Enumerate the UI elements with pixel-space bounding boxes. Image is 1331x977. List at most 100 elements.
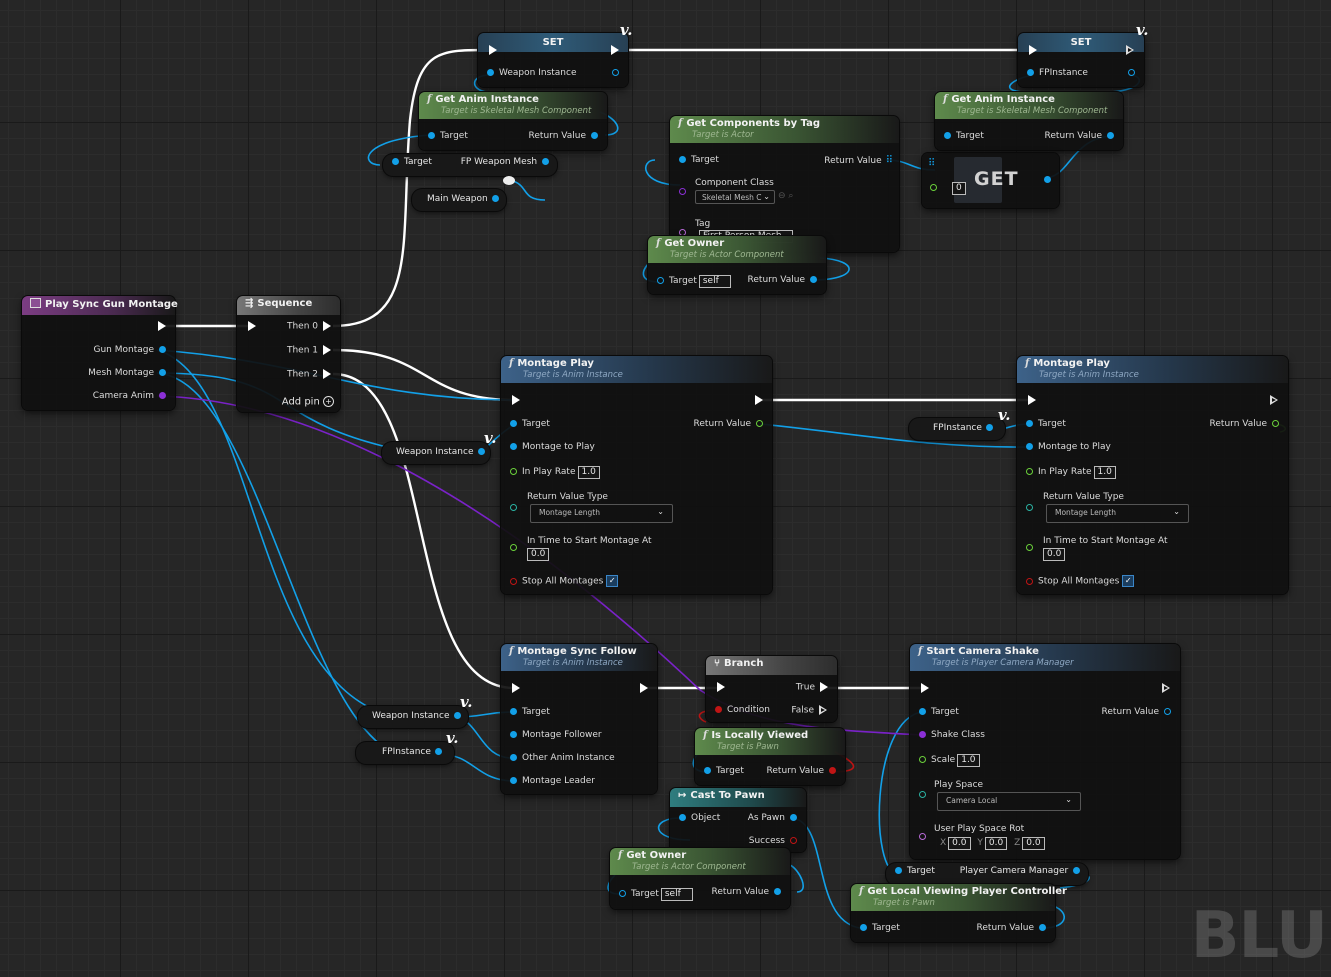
- array-icon[interactable]: ⠿: [885, 155, 893, 166]
- var-fp1-pin[interactable]: [985, 424, 993, 431]
- branch-false-pin[interactable]: [819, 705, 828, 715]
- glvpc-target-pin[interactable]: [860, 924, 867, 931]
- sequence-node[interactable]: ⇶Sequence Then 0 Then 1 Then 2 Add pin +: [237, 296, 340, 412]
- add-pin-button[interactable]: Add pin +: [282, 396, 334, 408]
- branch-true-pin[interactable]: [820, 682, 828, 692]
- set2-out-pin[interactable]: [1128, 69, 1135, 76]
- montage-play2-time-pin[interactable]: [1026, 544, 1033, 551]
- get-owner1-self-input[interactable]: self: [698, 275, 731, 288]
- montage-play2-rate-input[interactable]: 1.0: [1093, 466, 1116, 479]
- montage-play2-exec-out[interactable]: [1270, 395, 1279, 405]
- montage-play1-montage-pin[interactable]: [510, 443, 517, 450]
- montage-play1-time-pin[interactable]: [510, 544, 517, 551]
- cast-success-pin[interactable]: [790, 837, 797, 844]
- get-anim1-return-pin[interactable]: [591, 132, 598, 139]
- montage-play2-time-input[interactable]: 0.0: [1043, 548, 1066, 561]
- shake-space-pin[interactable]: [919, 791, 926, 798]
- montage-play2-rvt-pin[interactable]: [1026, 504, 1033, 511]
- player-camera-manager-node[interactable]: Target Player Camera Manager: [886, 863, 1088, 885]
- sequence-exec-in[interactable]: [248, 321, 256, 331]
- montage-play2-rvt-dropdown[interactable]: Montage Length⌄: [1046, 504, 1189, 523]
- sync-follow-follower-pin[interactable]: [510, 731, 517, 738]
- shake-exec-out[interactable]: [1162, 683, 1171, 693]
- set2-exec-out[interactable]: [1126, 45, 1135, 55]
- fp-weapon-mesh-target-pin[interactable]: [392, 158, 399, 165]
- set-weapon-instance-node[interactable]: SET Weapon Instance: [478, 33, 628, 87]
- sync-follow-target-pin[interactable]: [510, 708, 517, 715]
- mesh-montage-pin[interactable]: [159, 369, 166, 376]
- sync-follow-exec-out[interactable]: [640, 683, 648, 693]
- montage-play1-time-input[interactable]: 0.0: [527, 548, 550, 561]
- branch-condition-pin[interactable]: [715, 706, 722, 713]
- event-exec-out[interactable]: [158, 321, 166, 331]
- tag-pin[interactable]: [679, 229, 686, 236]
- set1-exec-in[interactable]: [489, 45, 497, 55]
- camera-anim-pin[interactable]: [159, 392, 166, 399]
- sync-follow-leader-pin[interactable]: [510, 777, 517, 784]
- get-owner2-return-pin[interactable]: [774, 888, 781, 895]
- shake-rot-x-input[interactable]: 0.0: [948, 837, 971, 850]
- main-weapon-pin[interactable]: [491, 195, 499, 202]
- component-class-pin[interactable]: [679, 188, 686, 195]
- var-fp2-pin[interactable]: [434, 748, 442, 755]
- gun-montage-pin[interactable]: [159, 346, 166, 353]
- get-comps-target-pin[interactable]: [679, 156, 686, 163]
- montage-play1-exec-in[interactable]: [512, 395, 520, 405]
- fp-weapon-mesh-node[interactable]: Target FP Weapon Mesh: [383, 154, 557, 176]
- weapon-instance-variable-1[interactable]: Weapon Instance: [382, 442, 490, 464]
- cast-object-pin[interactable]: [679, 814, 686, 821]
- montage-play2-stop-checkbox[interactable]: ✓: [1122, 575, 1135, 587]
- get-anim1-target-pin[interactable]: [428, 132, 435, 139]
- montage-play2-montage-pin[interactable]: [1026, 443, 1033, 450]
- montage-play1-rate-pin[interactable]: [510, 468, 517, 475]
- var-weapon1-pin[interactable]: [477, 448, 485, 455]
- cast-as-pin[interactable]: [790, 814, 797, 821]
- shake-exec-in[interactable]: [921, 683, 929, 693]
- montage-play1-return-pin[interactable]: [756, 420, 763, 427]
- get-array-icon[interactable]: ⠿: [928, 158, 936, 169]
- get-owner2-target-pin[interactable]: [619, 890, 626, 897]
- set1-exec-out[interactable]: [611, 45, 619, 55]
- montage-play1-rate-input[interactable]: 1.0: [577, 466, 600, 479]
- fpinstance-variable-1[interactable]: FPInstance: [909, 418, 1005, 440]
- set1-value-pin[interactable]: [487, 69, 494, 76]
- glvpc-return-pin[interactable]: [1039, 924, 1046, 931]
- sequence-then0-pin[interactable]: [323, 321, 331, 331]
- shake-class-pin[interactable]: [919, 731, 926, 738]
- get-output-pin[interactable]: [1044, 175, 1051, 185]
- is-local-target-pin[interactable]: [704, 767, 711, 774]
- comment-bubble-icon[interactable]: [503, 176, 515, 185]
- shake-rot-y-input[interactable]: 0.0: [984, 837, 1008, 850]
- montage-play1-stop-checkbox[interactable]: ✓: [606, 575, 619, 587]
- sync-follow-exec-in[interactable]: [512, 683, 520, 693]
- get-owner2-self-input[interactable]: self: [660, 888, 693, 901]
- montage-play2-return-pin[interactable]: [1272, 420, 1279, 427]
- montage-play1-exec-out[interactable]: [755, 395, 763, 405]
- montage-play2-exec-in[interactable]: [1028, 395, 1036, 405]
- component-class-dropdown[interactable]: Skeletal Mesh C⌄: [695, 190, 775, 204]
- pcm-target-pin[interactable]: [895, 867, 902, 874]
- shake-return-pin[interactable]: [1164, 708, 1171, 715]
- montage-play1-rvt-dropdown[interactable]: Montage Length⌄: [530, 504, 673, 523]
- main-weapon-variable[interactable]: Main Weapon: [412, 189, 506, 211]
- fpinstance-variable-2[interactable]: FPInstance: [356, 742, 454, 764]
- branch-node[interactable]: ⑂Branch True Condition False: [706, 656, 837, 722]
- get-index-pin[interactable]: [930, 183, 937, 193]
- var-weapon2-pin[interactable]: [453, 712, 461, 719]
- cast-to-pawn-node[interactable]: ↦Cast To Pawn Object As Pawn Success: [670, 788, 806, 852]
- pcm-out-pin[interactable]: [1073, 867, 1081, 874]
- get-index-input[interactable]: 0: [952, 182, 966, 195]
- event-node[interactable]: Play Sync Gun Montage Gun Montage Mesh M…: [22, 296, 178, 410]
- montage-play1-target-pin[interactable]: [510, 420, 517, 427]
- montage-play2-target-pin[interactable]: [1026, 420, 1033, 427]
